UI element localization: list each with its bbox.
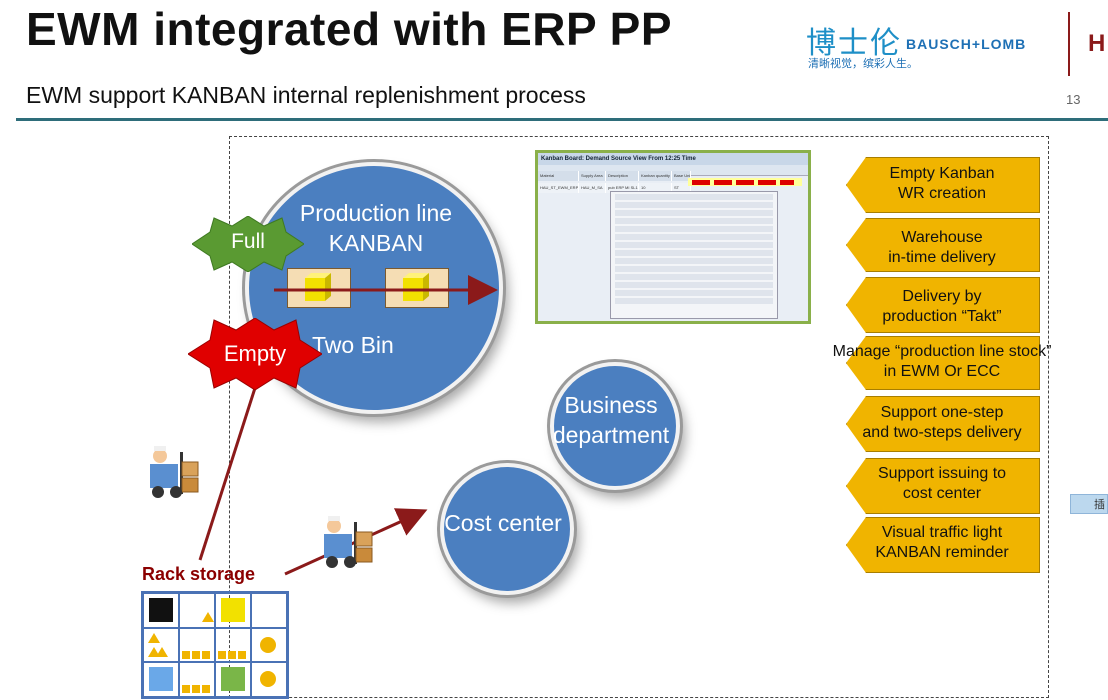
slide-subtitle: EWM support KANBAN internal replenishmen… xyxy=(26,82,586,108)
logo-brand: BAUSCH+LOMB xyxy=(906,36,1027,52)
partner-logo: H xyxy=(1088,30,1106,57)
sap-col-supply-area: Supply Area xyxy=(579,171,606,181)
empty-badge-label: Empty xyxy=(223,341,287,366)
rack-cell-green-box xyxy=(215,662,251,697)
sap-kanban-board-screenshot: Kanban Board: Demand Source View From 12… xyxy=(535,150,811,324)
feature-shape-2 xyxy=(846,218,1040,272)
business-department-label: Business department xyxy=(548,390,674,450)
logo-slogan: 清晰视觉，缤彩人生。 xyxy=(808,58,918,70)
rack-cell-blue-box xyxy=(143,662,179,697)
rack-cell-empty xyxy=(251,593,287,628)
rack-cell-squares-2 xyxy=(215,627,251,663)
rack-to-cost-arrow xyxy=(284,508,428,576)
bin-flow-arrow xyxy=(274,273,498,305)
rack-cell-circle-2 xyxy=(251,662,287,697)
feature-shape-4 xyxy=(846,336,1040,390)
yellow-box-icon-1 xyxy=(305,273,331,301)
business-label-line1: Business xyxy=(564,392,658,418)
sap-status-red-1 xyxy=(692,180,710,185)
sap-detail-dialog xyxy=(610,191,778,319)
sap-col-kanban-qty: Kanban quantity xyxy=(639,171,672,181)
empty-badge xyxy=(188,318,322,390)
business-label-line2: department xyxy=(552,422,670,448)
production-line-label: Production line KANBAN xyxy=(283,198,469,258)
rack-storage-label: Rack storage xyxy=(142,564,256,584)
sap-cell-description: pub ERP MI SL1 xyxy=(606,183,639,193)
slide-title: EWM integrated with ERP PP xyxy=(26,3,672,55)
rack-cell-yellow-box xyxy=(215,593,251,628)
full-badge xyxy=(192,216,304,272)
feature-shape-7 xyxy=(846,517,1040,573)
two-bin-label: Two Bin xyxy=(312,332,394,358)
rack-cell-black-box xyxy=(143,593,179,628)
rack-storage-grid xyxy=(141,591,289,699)
diagram-frame xyxy=(229,136,1049,698)
sap-status-red-5 xyxy=(780,180,794,185)
production-line-title: Production line xyxy=(299,200,453,226)
logo-chinese-name: 博士伦 xyxy=(806,27,902,60)
feature-production-line-stock: Manage “production line stock”in EWM Or … xyxy=(832,343,1052,380)
page-number: 13 xyxy=(1066,92,1081,107)
sap-status-red-3 xyxy=(736,180,754,185)
sap-cell-base-unit: ST xyxy=(672,183,691,193)
sap-col-material: Material xyxy=(538,171,579,181)
sap-title-bar: Kanban Board: Demand Source View From 12… xyxy=(538,153,808,165)
feature-shape-6 xyxy=(846,458,1040,514)
rack-cell-triangle xyxy=(179,593,215,628)
rack-cell-squares-3 xyxy=(179,662,215,697)
header-rule xyxy=(16,118,1108,121)
logo-divider xyxy=(1068,12,1070,76)
business-department-bubble xyxy=(550,362,680,490)
forklift-icon-1 xyxy=(150,446,199,498)
sap-status-red-2 xyxy=(714,180,732,185)
forklift-icon-2 xyxy=(324,516,373,568)
feature-shape-5 xyxy=(846,396,1040,452)
sap-status-red-4 xyxy=(758,180,776,185)
sap-cell-kanban-qty: 10 xyxy=(639,183,672,193)
feature-shape-3 xyxy=(846,277,1040,333)
sap-cell-material: HAU_ST_EWM_ERP xyxy=(538,183,579,193)
feature-shape-1 xyxy=(846,157,1040,213)
side-tab-button[interactable]: 插 xyxy=(1070,494,1108,514)
rack-cell-circle-1 xyxy=(251,627,287,663)
full-badge-label: Full xyxy=(231,230,265,253)
sap-cell-supply-area: HAU_M_SA xyxy=(579,183,606,193)
cost-center-bubble xyxy=(440,463,574,595)
sap-col-description: Description xyxy=(606,171,639,181)
cost-center-label: Cost center xyxy=(444,510,562,536)
rack-cell-squares-1 xyxy=(179,627,215,663)
production-line-kanban: KANBAN xyxy=(328,230,424,256)
empty-to-rack-line xyxy=(198,387,257,561)
rack-cell-triangles xyxy=(143,627,179,663)
yellow-box-icon-2 xyxy=(403,273,429,301)
sap-col-base-unit: Base Unit xyxy=(672,171,691,181)
